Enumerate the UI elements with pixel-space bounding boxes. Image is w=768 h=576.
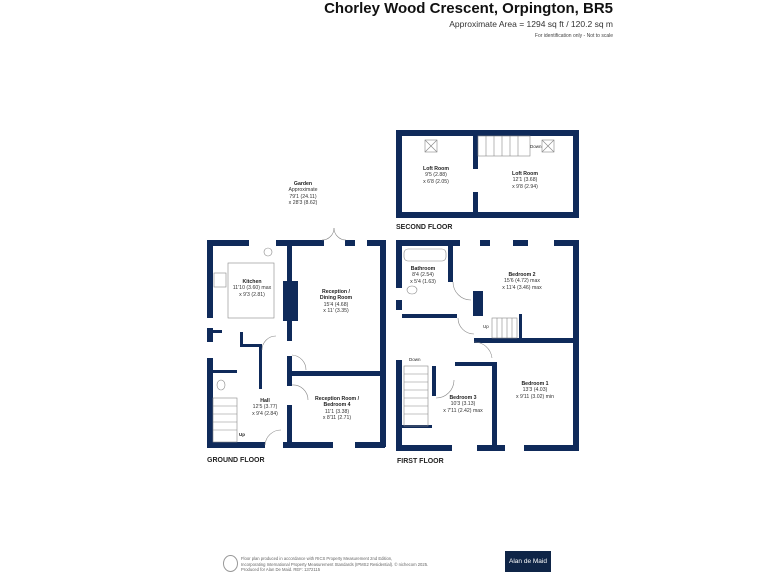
first-down-label: Down (409, 357, 421, 362)
room-name: Bedroom 2 (508, 272, 536, 278)
brand-logo: Alan de Maid (505, 551, 551, 572)
room-dim: x 6'8 (2.05) (423, 178, 449, 185)
room-reception-bedroom4: Reception Room / Bedroom 4 11'1 (3.38) x… (315, 396, 359, 421)
garden-line2: 79'1 (24.11) (289, 193, 317, 200)
door-arc (473, 341, 493, 359)
kitchen-counter (227, 262, 275, 319)
room-dim: 15'6 (4.72) max (504, 278, 540, 285)
room-dim: x 9'8 (2.94) (512, 183, 538, 190)
first-floor-label: FIRST FLOOR (397, 458, 444, 465)
second-down-label: Down (530, 144, 542, 149)
garden-line3: x 28'3 (8.62) (288, 199, 318, 206)
footer-text: Floor plan produced in accordance with R… (241, 556, 501, 573)
door-arc (291, 354, 307, 371)
room-kitchen: Kitchen 11'10 (3.60) max x 9'3 (2.81) (233, 279, 271, 298)
scale-note: For identification only - Not to scale (534, 33, 613, 39)
room-loft-1: Loft Room 9'5 (2.88) x 6'8 (2.05) (423, 166, 449, 185)
room-dim: x 7'11 (2.42) max (443, 407, 483, 414)
ground-floor-walls (207, 240, 386, 448)
room-dim: x 9'3 (2.81) (239, 291, 265, 298)
room-name: Bedroom 3 (449, 395, 477, 401)
room-dim: x 8'11 (2.71) (322, 414, 352, 421)
room-dim: x 9'4 (2.84) (252, 410, 278, 417)
door-arc (333, 227, 347, 241)
room-name: Loft Room (512, 171, 538, 177)
room-bedroom-2: Bedroom 2 15'6 (4.72) max x 11'4 (3.46) … (502, 272, 542, 291)
garden-label: Garden Approximate 79'1 (24.11) x 28'3 (… (288, 181, 317, 206)
property-title: Chorley Wood Crescent, Orpington, BR5 (324, 0, 613, 17)
footer-line1: Floor plan produced in accordance with R… (241, 556, 393, 561)
bath-icon (403, 248, 447, 262)
room-dim: 9'5 (2.88) (425, 172, 447, 179)
room-name: Dining Room (319, 295, 353, 302)
room-dim: 8'4 (2.54) (412, 272, 434, 279)
room-name: Bathroom (410, 266, 436, 272)
person-icon (223, 555, 238, 572)
hob-icon (213, 272, 227, 288)
second-floor-walls (396, 130, 579, 218)
toilet-icon (406, 285, 418, 295)
room-name: Bedroom 1 (521, 381, 549, 387)
room-dim: 10'3 (3.13) (450, 401, 476, 408)
ground-up-label: Up (239, 432, 245, 437)
room-name: Reception / (322, 289, 350, 295)
approximate-area: Approximate Area = 1294 sq ft / 120.2 sq… (449, 19, 613, 29)
second-stairs (424, 135, 555, 157)
room-name: Hall (260, 398, 270, 404)
room-name: Loft Room (423, 166, 449, 172)
wc-icon (216, 379, 226, 391)
room-dim: x 9'11 (3.02) min (515, 393, 555, 400)
first-stairs (403, 317, 518, 427)
room-dim: 12'1 (3.68) (512, 177, 538, 184)
door-arc (261, 335, 277, 351)
room-dim: x 11' (3.35) (323, 307, 349, 314)
room-name: Reception Room / (314, 396, 360, 402)
footer-line3: Produced for Alan De Maid. REF: 1372115 (241, 567, 321, 573)
door-arc (321, 227, 335, 241)
room-dim: 11'10 (3.60) max (232, 285, 272, 292)
room-reception-dining: Reception / Dining Room 15'4 (4.68) x 11… (320, 289, 352, 314)
room-name: Kitchen (242, 279, 262, 285)
first-floor-walls (396, 240, 579, 451)
first-up-label: Up (483, 324, 489, 329)
door-arc (452, 281, 472, 301)
room-bedroom-3: Bedroom 3 10'3 (3.13) x 7'11 (2.42) max (443, 395, 483, 414)
room-name: Bedroom 4 (323, 402, 351, 409)
room-loft-2: Loft Room 12'1 (3.68) x 9'8 (2.94) (512, 171, 538, 190)
room-dim: 12'5 (3.77) (252, 404, 278, 411)
room-dim: x 5'4 (1.63) (410, 278, 436, 285)
room-dim: 15'4 (4.68) (323, 301, 349, 308)
room-dim: x 11'4 (3.46) max (502, 284, 542, 291)
room-dim: 11'1 (3.38) (324, 408, 350, 415)
room-hall: Hall 12'5 (3.77) x 9'4 (2.84) (252, 398, 278, 417)
ground-floor-label: GROUND FLOOR (207, 457, 265, 464)
room-bedroom-1: Bedroom 1 13'3 (4.03) x 9'11 (3.02) min (516, 381, 554, 400)
door-arc (457, 317, 475, 335)
room-dim: 13'3 (4.03) (522, 387, 548, 394)
garden-line1: Approximate (288, 187, 318, 194)
door-arc (435, 379, 455, 399)
door-arc (291, 384, 309, 401)
ground-stairs (212, 397, 238, 443)
second-floor-label: SECOND FLOOR (396, 224, 453, 231)
garden-name: Garden (293, 181, 313, 187)
sink-icon (263, 247, 273, 257)
door-arc (264, 429, 282, 446)
footer-line2: Incorporating International Property Mea… (241, 561, 429, 567)
room-bathroom: Bathroom 8'4 (2.54) x 5'4 (1.63) (410, 266, 436, 285)
